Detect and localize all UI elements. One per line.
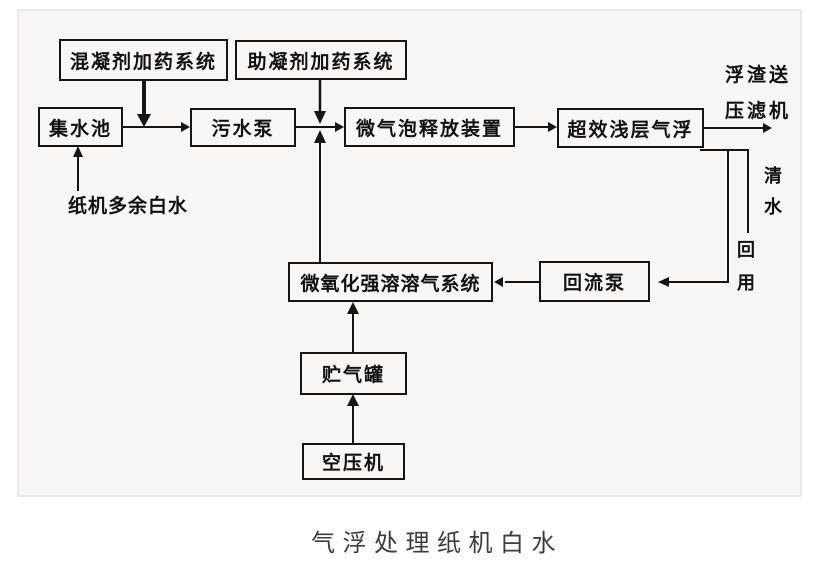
diagram-caption: 气浮处理纸机白水 [311,530,563,557]
node-air-compressor: 空压机 [302,443,405,480]
node-air-compressor-label: 空压机 [321,453,385,474]
node-flocculant-dosing-label: 助凝剂加药系统 [247,51,395,73]
node-coagulant-dosing-system: 混凝剂加药系统 [59,39,228,81]
node-coagulant-dosing-label: 混凝剂加药系统 [69,51,217,73]
node-flocculant-dosing-system: 助凝剂加药系统 [235,40,407,80]
scum-label-line1: 浮渣送 [725,65,792,86]
node-air-storage-tank-label: 贮气罐 [321,365,385,386]
node-dissolved-air-system-label: 微氧化强溶溶气系统 [300,273,481,295]
node-return-pump-label: 回流泵 [562,273,626,294]
node-collection-tank: 集水池 [38,107,123,147]
diagram-frame [17,9,802,497]
node-dissolved-air-system: 微氧化强溶溶气系统 [288,262,493,302]
node-sewage-pump: 污水泵 [190,108,296,147]
node-sewage-pump-label: 污水泵 [211,119,275,140]
clean-water-label: 清水 [764,166,782,217]
node-microbubble-release-device: 微气泡释放装置 [344,107,515,147]
reuse-label: 回用 [737,240,755,293]
influent-label: 纸机多余白水 [68,196,189,217]
node-return-pump: 回流泵 [539,261,650,302]
node-air-storage-tank: 贮气罐 [300,352,407,395]
node-microbubble-release-label: 微气泡释放装置 [355,118,503,140]
node-shallow-daf: 超效浅层气浮 [557,108,704,148]
scum-to-filterpress-label: 浮渣送 压滤机 [725,58,797,130]
scum-label-line2: 压滤机 [725,101,792,122]
node-shallow-daf-label: 超效浅层气浮 [567,119,694,141]
node-collection-tank-label: 集水池 [48,118,112,140]
